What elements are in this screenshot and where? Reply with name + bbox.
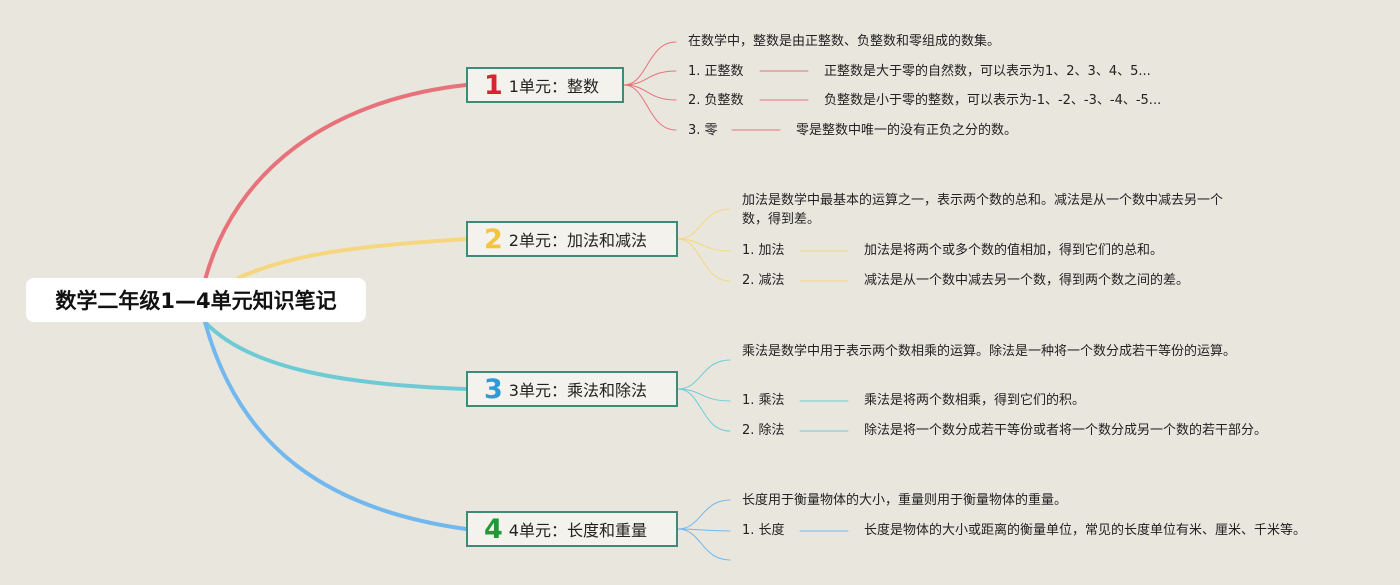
unit-3-definition-2: 除法是将一个数分成若干等份或者将一个数分成另一个数的若干部分。	[864, 423, 1268, 438]
unit-4-fan-line-1	[677, 499, 731, 530]
unit-1-term-3: 3. 零	[688, 123, 718, 138]
sub-branches	[623, 41, 849, 561]
unit-4-label: 4单元：长度和重量	[508, 521, 647, 540]
unit-2-fan-line-1	[677, 208, 731, 240]
unit-2-definition-1: 加法是将两个或多个数的值相加，得到它们的总和。	[864, 243, 1164, 258]
unit-3-term-2: 2. 除法	[742, 423, 785, 438]
unit-2-main-branch	[236, 237, 468, 280]
unit-1-term-1: 1. 正整数	[688, 64, 744, 79]
unit-4-term-1: 1. 长度	[742, 523, 785, 538]
unit-1-label: 1单元：整数	[508, 77, 599, 96]
unit-1-number: 1	[484, 69, 503, 101]
unit-4-summary: 长度用于衡量物体的大小，重量则用于衡量物体的重量。	[742, 493, 1068, 508]
unit-3-definition-1: 乘法是将两个数相乘，得到它们的积。	[864, 393, 1086, 408]
unit-1-main-branch	[203, 83, 468, 282]
unit-3-fan-line-1	[677, 359, 731, 390]
unit-2-number: 2	[484, 223, 503, 255]
unit-4-fan-line-3	[677, 528, 731, 561]
unit-3-label: 3单元：乘法和除法	[508, 381, 647, 400]
root-title-text: 数学二年级1—4单元知识笔记	[55, 289, 337, 313]
unit-1-definition-3: 零是整数中唯一的没有正负之分的数。	[796, 123, 1018, 138]
unit-3-main-branch	[203, 320, 468, 391]
unit-1-term-2: 2. 负整数	[688, 93, 744, 108]
unit-1-fan-line-3	[623, 84, 677, 101]
unit-1-fan-line-4	[623, 84, 677, 131]
unit-4-definition-1: 长度是物体的大小或距离的衡量单位，常见的长度单位有米、厘米、千米等。	[864, 523, 1307, 538]
unit-2-fan-line-3	[677, 238, 731, 282]
unit-2-node[interactable]: 2 2单元：加法和减法	[466, 221, 678, 257]
main-branches	[203, 83, 468, 531]
unit-2-label: 2单元：加法和减法	[508, 231, 647, 250]
unit-1-summary: 在数学中，整数是由正整数、负整数和零组成的数集。	[688, 34, 1001, 49]
unit-1-definition-2: 负整数是小于零的整数，可以表示为-1、-2、-3、-4、-5...	[824, 93, 1162, 108]
unit-4-number: 4	[484, 513, 503, 545]
unit-1-fan-line-2	[623, 70, 677, 86]
unit-4-node[interactable]: 4 4单元：长度和重量	[466, 511, 678, 547]
unit-4-main-branch	[203, 320, 468, 531]
unit-1-definition-1: 正整数是大于零的自然数，可以表示为1、2、3、4、5...	[824, 64, 1151, 79]
unit-2-definition-2: 减法是从一个数中减去另一个数，得到两个数之间的差。	[864, 273, 1190, 288]
unit-3-summary: 乘法是数学中用于表示两个数相乘的运算。除法是一种将一个数分成若干等份的运算。	[742, 344, 1237, 359]
unit-3-term-1: 1. 乘法	[742, 393, 785, 408]
unit-1-fan-line-1	[623, 41, 677, 86]
unit-2-summary: 加法是数学中最基本的运算之一，表示两个数的总和。减法是从一个数中减去另一个数，得…	[742, 193, 1224, 227]
unit-1-node[interactable]: 1 1单元：整数	[466, 67, 624, 103]
root-title[interactable]: 数学二年级1—4单元知识笔记	[26, 278, 366, 322]
unit-2-term-1: 1. 加法	[742, 243, 785, 258]
unit-2-term-2: 2. 减法	[742, 273, 785, 288]
unit-3-node[interactable]: 3 3单元：乘法和除法	[466, 371, 678, 407]
unit-4-fan-line-2	[677, 528, 731, 532]
unit-3-fan-line-3	[677, 388, 731, 432]
unit-3-number: 3	[484, 373, 503, 405]
